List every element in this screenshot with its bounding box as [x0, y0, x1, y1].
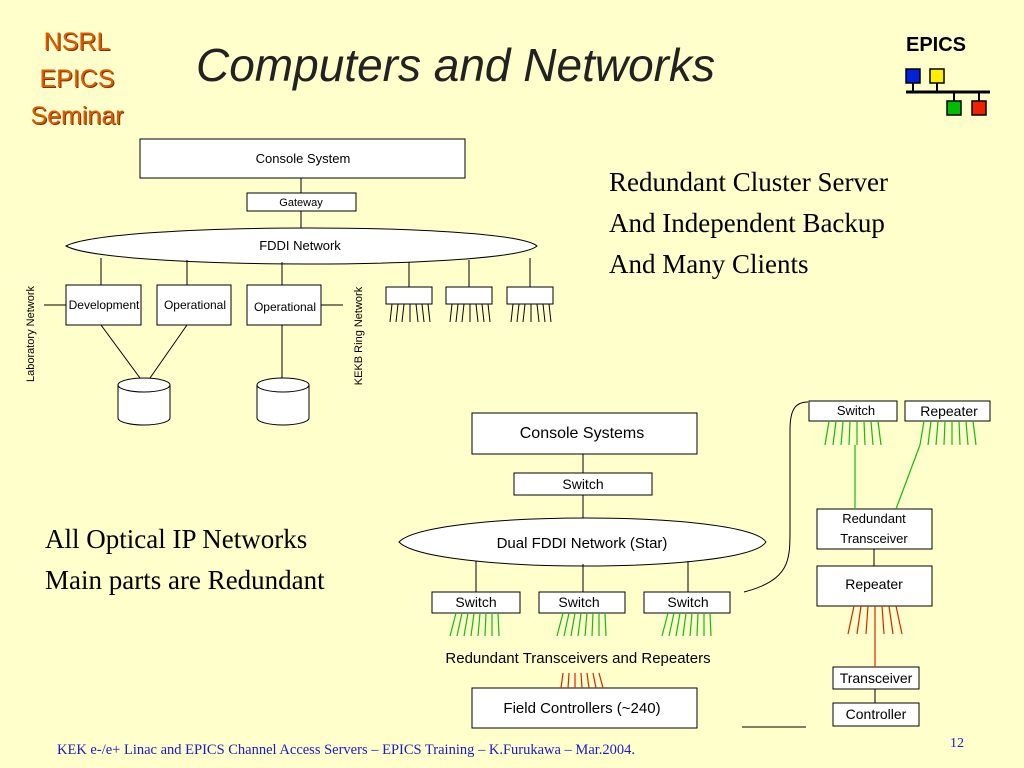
operational-label-2: Operational — [254, 300, 316, 314]
switch-box-1 — [431, 591, 521, 614]
field-controllers-label: Field Controllers (~240) — [503, 700, 660, 717]
disk-storage-icon-1 — [117, 377, 171, 426]
operational-server-box-1 — [156, 284, 232, 326]
console-systems-label: Console Systems — [520, 425, 645, 442]
right-switch-box — [808, 400, 898, 422]
epics-logo-text: EPICS — [906, 34, 967, 56]
hub-fanout-lines — [389, 303, 552, 323]
development-server-box — [65, 284, 142, 326]
epics-logo-icon — [905, 68, 990, 116]
caption-top: Redundant Cluster Server And Independent… — [609, 162, 888, 285]
operational-label-1: Operational — [164, 298, 226, 312]
right-repeater-top-label: Repeater — [920, 403, 978, 419]
page-number: 12 — [950, 736, 964, 751]
operational-server-box-2 — [246, 284, 322, 326]
badge-line-seminar: Seminar — [30, 102, 124, 130]
badge-line-nsrl: NSRL — [43, 28, 111, 56]
footer-text: KEK e-/e+ Linac and EPICS Channel Access… — [57, 742, 636, 758]
redundant-transceiver-label-2: Transceiver — [840, 531, 908, 546]
console-system-label: Console System — [256, 151, 351, 166]
caption-top-line: Redundant Cluster Server — [609, 167, 888, 197]
transceivers-repeaters-label: Redundant Transceivers and Repeaters — [445, 650, 710, 667]
redundant-transceiver-label-1: Redundant — [842, 511, 906, 526]
green-fiber-lines — [449, 612, 712, 637]
client-hub-3 — [506, 286, 554, 305]
console-system-box — [139, 138, 466, 179]
controller-box — [832, 702, 920, 727]
dual-fddi-ellipse — [398, 517, 767, 567]
disk-storage-icon-2 — [256, 377, 310, 426]
nsrl-epics-seminar-badge: NSRL EPICS Seminar — [22, 24, 132, 135]
right-green-fiber-lines — [824, 420, 977, 510]
connector-curve — [743, 401, 809, 593]
controller-label: Controller — [846, 706, 907, 722]
redundant-transceiver-box — [816, 508, 933, 550]
switch-label-3: Switch — [667, 594, 708, 610]
transceiver-label: Transceiver — [840, 670, 913, 686]
caption-bottom: All Optical IP Networks Main parts are R… — [45, 519, 325, 601]
field-controllers-box — [471, 687, 698, 729]
red-fiber-lines — [560, 672, 604, 689]
slide-title: Computers and Networks — [196, 39, 715, 91]
console-systems-box — [471, 412, 698, 455]
caption-bottom-line: Main parts are Redundant — [45, 565, 325, 595]
kekb-ring-network-label: KEKB Ring Network — [353, 286, 365, 385]
right-switch-label: Switch — [837, 403, 875, 418]
fddi-network-ellipse — [64, 227, 538, 265]
caption-top-line: And Many Clients — [609, 249, 809, 279]
gateway-label: Gateway — [279, 197, 323, 209]
client-hub-1 — [385, 286, 433, 305]
switch-label-2: Switch — [558, 594, 599, 610]
repeater-label: Repeater — [845, 576, 903, 592]
fddi-network-label: FDDI Network — [259, 238, 341, 253]
dual-fddi-label: Dual FDDI Network (Star) — [497, 535, 668, 552]
client-hub-2 — [445, 286, 493, 305]
caption-bottom-line: All Optical IP Networks — [45, 524, 308, 554]
switch-box-2 — [538, 591, 626, 614]
right-repeater-top-box — [904, 400, 991, 422]
caption-top-line: And Independent Backup — [609, 208, 885, 238]
right-red-fiber-lines — [847, 605, 903, 667]
switch-top-label: Switch — [562, 476, 603, 492]
development-label: Development — [69, 298, 140, 312]
transceiver-box — [832, 666, 920, 690]
switch-box-3 — [643, 591, 731, 614]
repeater-box — [816, 565, 933, 607]
laboratory-network-label: Laboratory Network — [25, 286, 37, 382]
badge-line-epics: EPICS — [39, 65, 115, 93]
switch-label-1: Switch — [455, 594, 496, 610]
